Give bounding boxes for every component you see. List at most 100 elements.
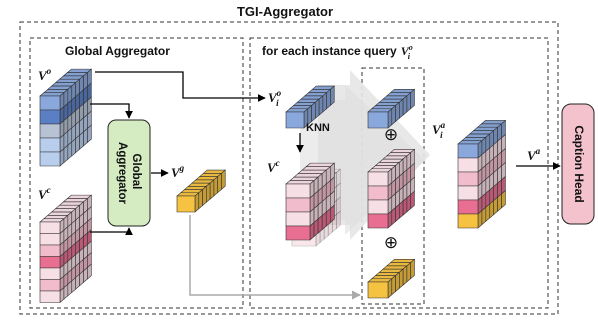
vo-stack-front-row: [39, 109, 61, 125]
concat-blue-side-cell: [406, 91, 411, 113]
vio-stack-side-cell: [322, 91, 327, 113]
vg-stack-front-row: [176, 195, 196, 213]
var-vg: Vg: [171, 163, 185, 180]
vo-stack-side-cell: [71, 137, 76, 157]
vio-stack-side-cell: [318, 95, 324, 116]
vc-knn-front-top-cell: [289, 176, 319, 181]
vo-stack-front-row: [39, 95, 61, 111]
caption-head-label: Caption Head: [572, 125, 586, 202]
vc-to-aggregator-arrow: [90, 227, 133, 236]
concat-blue-side-cell: [391, 104, 396, 126]
vg-stack-side-cell: [213, 175, 218, 197]
concat-pink-front-row: [367, 213, 389, 229]
via-stack-front-row: [457, 171, 479, 187]
concat-yellow-side-cell: [406, 261, 411, 283]
via-stack-front-row: [457, 185, 479, 201]
concat-yellow-side-cell: [387, 278, 393, 299]
vc-stack-front-row: [39, 233, 61, 246]
concat-yellow-side-cell: [402, 265, 408, 286]
vo-stack-side-cell: [75, 134, 80, 154]
vc-knn-back-side-cell: [335, 182, 341, 202]
concat-pink-side-cell: [402, 197, 408, 216]
vc-stack-front-row: [39, 279, 61, 292]
concat-yellow-front-row: [367, 281, 389, 299]
vc-knn-front-front-row: [285, 197, 311, 213]
via-stack-side-cell: [493, 196, 498, 216]
vo-to-aggregator-arrow: [90, 103, 133, 119]
vc-stack-front-row: [39, 267, 61, 280]
vg-to-concat-arrow: [189, 215, 361, 300]
concat-pink-front-row: [367, 185, 389, 201]
global-title: Global Aggregator: [65, 44, 170, 58]
concat-pink-side-cell: [387, 210, 393, 229]
vio-stack-side-cell: [326, 88, 331, 110]
vo-to-vio-arrow: [95, 71, 266, 102]
via-stack-side-cell: [501, 189, 506, 209]
vo-stack-side-cell: [83, 127, 88, 147]
vc-stack-front-row: [39, 290, 61, 303]
vc-stack-front-row: [39, 221, 61, 234]
via-stack-side-cell: [485, 203, 491, 222]
concat-yellow-side-cell: [399, 268, 404, 289]
global-aggregator-label: Global Aggregator: [116, 142, 142, 205]
vc-knn-front-front-row: [285, 225, 311, 241]
concat-yellow-side-cell: [395, 271, 400, 293]
var-vo: Vo: [38, 66, 52, 83]
tgi-title: TGI-Aggregator: [237, 4, 333, 19]
concat-yellow-side-cell: [391, 274, 396, 296]
vc-knn-back-side-cell: [335, 196, 341, 216]
vio-stack-front-row: [285, 111, 305, 129]
vc-knn-front-side-cell: [325, 207, 331, 227]
concat-pink-side-cell: [391, 206, 396, 226]
vo-stack-front-row: [39, 137, 61, 153]
concat-yellow-side-cell: [410, 258, 415, 280]
vg-stack-side-cell: [194, 192, 200, 213]
vo-stack-side-cell: [87, 124, 92, 144]
vo-stack-side-cell: [67, 141, 73, 160]
concat-blue-front-row: [367, 111, 389, 129]
via-stack-front-row: [457, 213, 479, 229]
via-stack-front-row: [457, 143, 479, 159]
concat-pink-front-row: [367, 199, 389, 215]
vc-knn-back-side-cell: [335, 168, 341, 188]
via-stack-side-cell: [489, 199, 494, 219]
var-vc-knn: Vc: [267, 158, 280, 175]
vc-knn-back-side-cell: [335, 210, 341, 230]
vc-knn-front-side-cell: [313, 218, 319, 238]
via-stack-front-row: [457, 157, 479, 173]
via-stack-side-cell: [481, 206, 487, 226]
vg-stack-side-cell: [209, 179, 215, 200]
global-aggregator-box: [107, 119, 151, 227]
vo-stack-side-cell: [79, 131, 84, 150]
tgi-frame: [19, 21, 559, 315]
vc-stack-side-cell: [87, 263, 92, 280]
concat-blue-side-cell: [399, 98, 404, 119]
vc-knn-front-top-cell: [301, 166, 332, 171]
concat-pink-side-cell: [399, 200, 404, 219]
concat-blue-side-cell: [402, 95, 408, 116]
vc-knn-front-side-cell: [321, 211, 327, 231]
var-va: Va: [527, 146, 541, 163]
concat-blue-side-cell: [395, 101, 400, 123]
vo-stack-side-cell: [59, 147, 65, 167]
concat-blue-side-cell: [410, 88, 415, 110]
vc-stack-front-row: [39, 244, 61, 257]
vg-stack-side-cell: [198, 188, 203, 210]
concat-pink-side-cell: [395, 203, 400, 223]
caption-head-box: [561, 103, 595, 225]
vo-stack-front-row: [39, 151, 61, 167]
instance-frame: [249, 37, 549, 309]
vc-knn-front-front-row: [285, 183, 311, 199]
global-frame: [29, 37, 244, 309]
vg-stack-side-cell: [206, 182, 211, 203]
vo-stack-side-cell: [63, 144, 69, 164]
vio-stack-side-cell: [311, 101, 316, 123]
vc-knn-front-top-cell: [297, 169, 328, 174]
vc-knn-front-top-cell: [293, 173, 323, 178]
var-vc: Vc: [38, 185, 51, 202]
knn-label: KNN: [306, 122, 330, 134]
